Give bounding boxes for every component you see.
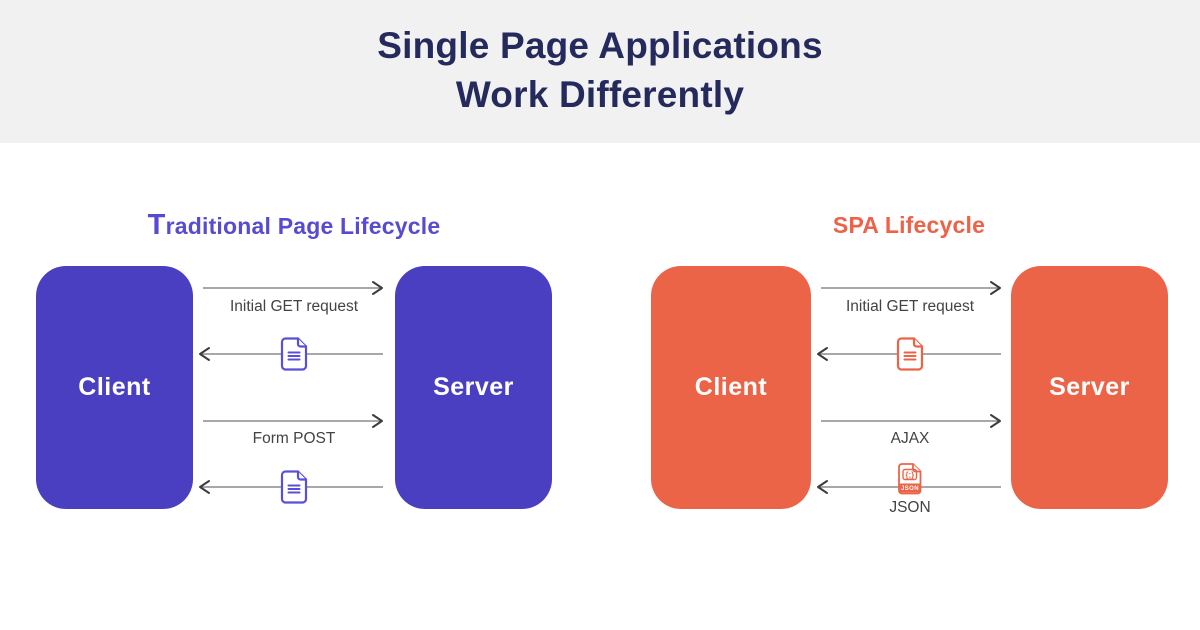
json-badge-text: JSON — [901, 486, 919, 492]
page-title-line1: Single Page Applications — [377, 25, 823, 66]
traditional-client-box: Client — [36, 266, 193, 509]
arrow-right-icon — [821, 281, 1001, 295]
traditional-flow-label-initial-get: Initial GET request — [229, 298, 359, 315]
traditional-client-label: Client — [78, 373, 151, 401]
spa-lifecycle-heading: SPA Lifecycle — [832, 212, 986, 238]
arrow-right-icon — [203, 281, 383, 295]
traditional-server-box: Server — [395, 266, 552, 509]
page-title-line2: Work Differently — [455, 74, 745, 115]
spa-flow-label-ajax: AJAX — [890, 430, 930, 447]
header-band: Single Page Applications Work Differentl… — [0, 0, 1200, 143]
spa-client-box: Client — [651, 266, 811, 509]
spa-flow-label-json: JSON — [889, 499, 931, 516]
json-file-icon: {;} JSON — [898, 463, 922, 495]
json-glyph-text: {;} — [905, 470, 914, 479]
spa-server-label: Server — [1049, 373, 1130, 401]
spa-flow-label-initial-get: Initial GET request — [845, 298, 975, 315]
traditional-lifecycle-heading: Traditional Page Lifecycle — [147, 209, 441, 241]
traditional-flow-label-form-post: Form POST — [252, 430, 336, 447]
spa-client-label: Client — [694, 373, 768, 401]
html-document-icon — [280, 470, 308, 504]
page-title: Single Page Applications Work Differentl… — [0, 21, 1200, 119]
spa-server-box: Server — [1011, 266, 1168, 509]
traditional-server-label: Server — [433, 373, 514, 401]
arrow-right-icon — [821, 414, 1001, 428]
arrow-right-icon — [203, 414, 383, 428]
html-document-icon — [280, 337, 308, 371]
html-document-icon — [896, 337, 924, 371]
